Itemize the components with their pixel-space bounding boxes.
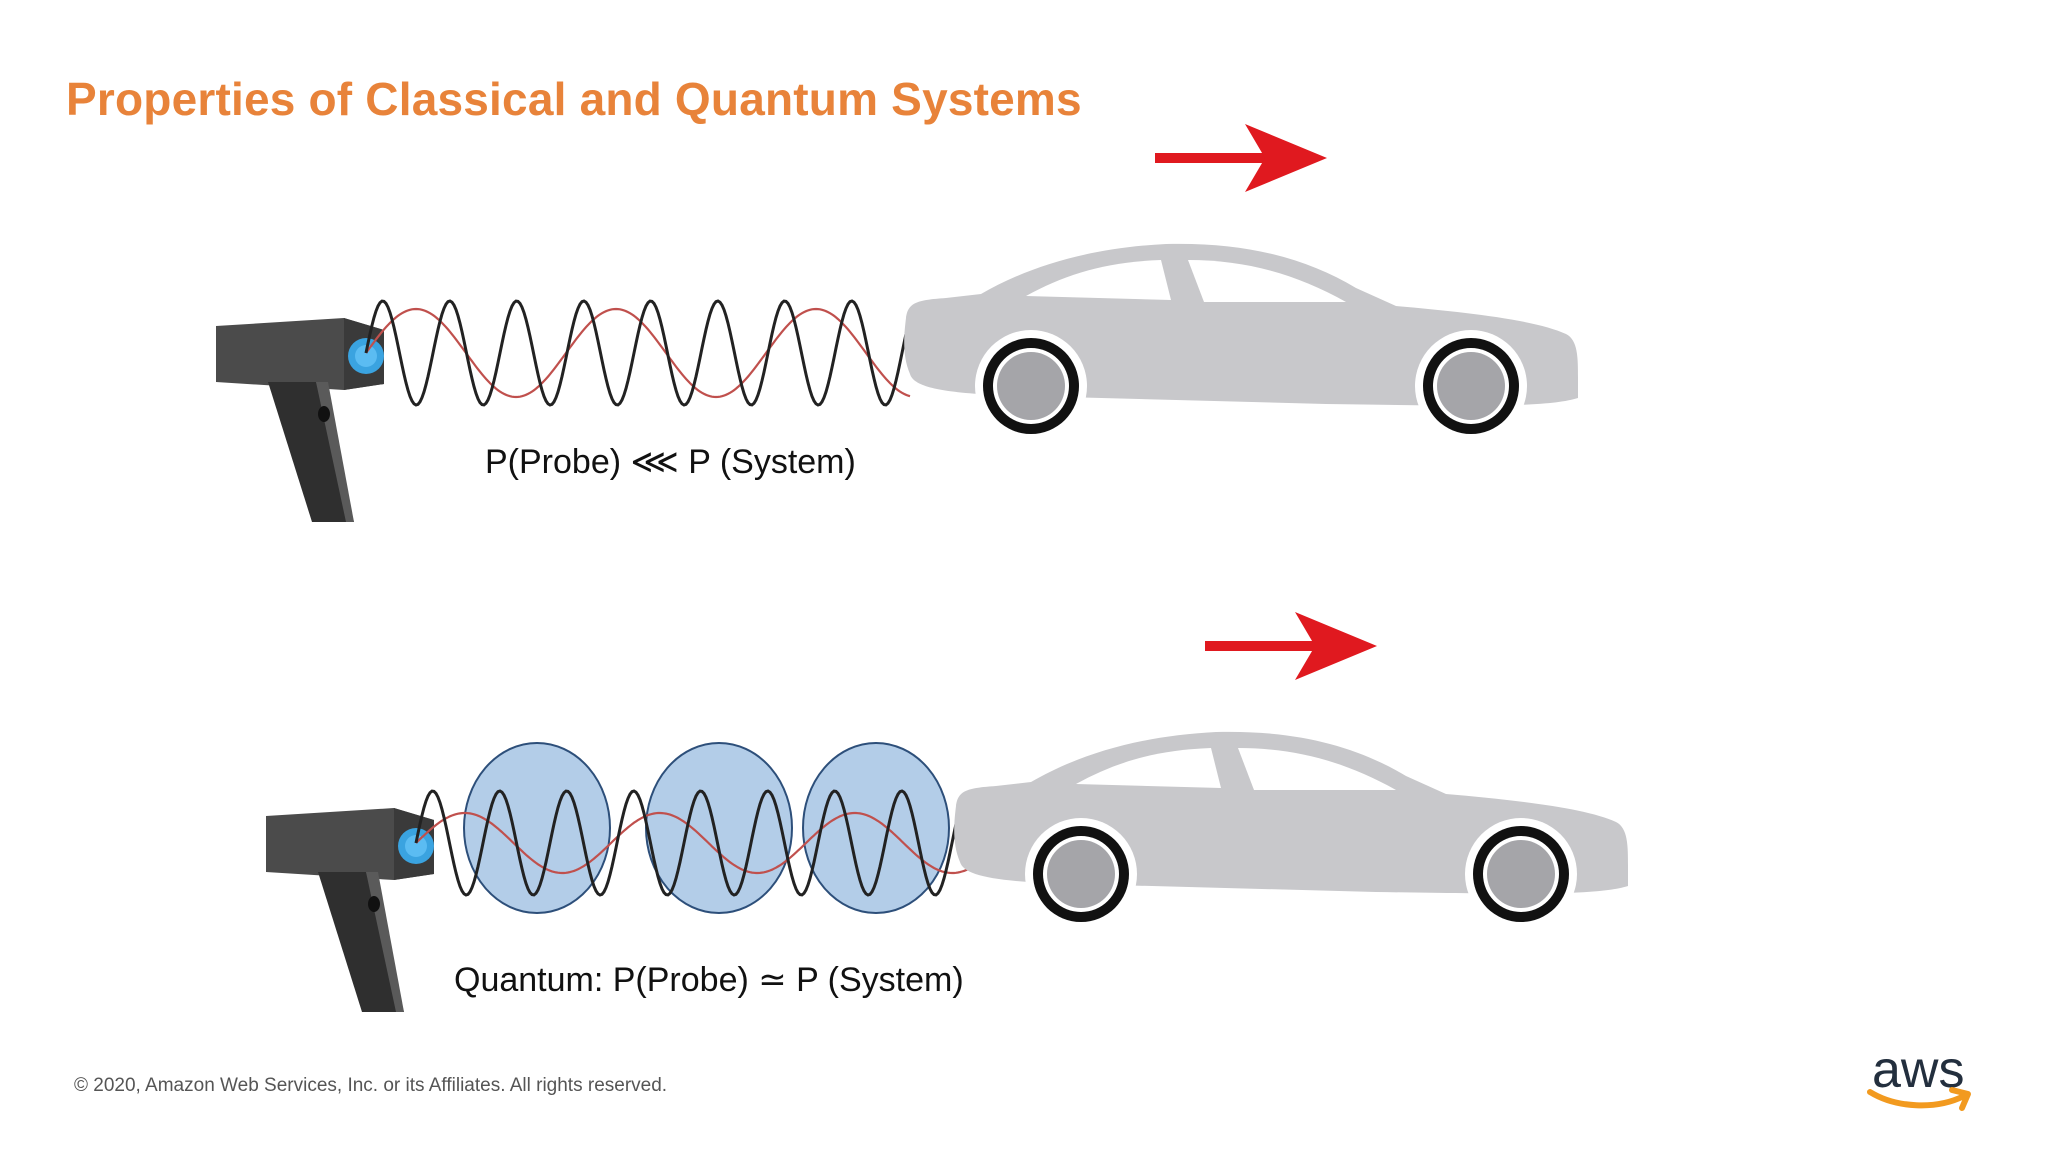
wave-signal [414,789,981,897]
car-icon [904,243,1578,442]
classical-panel [216,124,1578,522]
quantum-panel [266,612,1628,1012]
car-icon [954,731,1628,930]
wave-packets [463,742,950,914]
probe-gun-icon [266,808,434,1012]
aws-logo: aws [1866,1040,1976,1116]
quantum-caption: Quantum: P(Probe) ≃ P (System) [454,961,964,999]
classical-caption: P(Probe) ⋘ P (System) [485,443,856,481]
probe-gun-icon [216,318,384,522]
red-arrow-icon [1155,124,1327,192]
slide-title: Properties of Classical and Quantum Syst… [66,73,1082,125]
aws-smile-icon [1867,1087,1971,1111]
copyright-footer: © 2020, Amazon Web Services, Inc. or its… [74,1075,668,1096]
aws-logo-text: aws [1872,1041,1965,1099]
wave-signal [364,299,912,407]
red-arrow-icon [1205,612,1377,680]
